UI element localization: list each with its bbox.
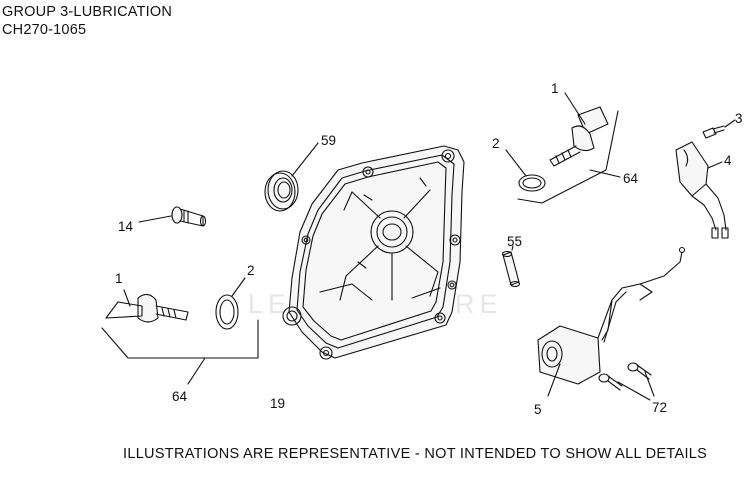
bracket-64-left: [101, 319, 259, 385]
diagram-title: GROUP 3-LUBRICATION: [2, 4, 173, 20]
callout-1-right: 1: [551, 81, 559, 96]
callout-64-right: 64: [623, 171, 639, 186]
disclaimer-note: ILLUSTRATIONS ARE REPRESENTATIVE - NOT I…: [123, 446, 708, 462]
part-2-o-ring-left[interactable]: [215, 277, 246, 330]
part-72-bolts[interactable]: [598, 362, 655, 401]
part-3-screw[interactable]: [702, 119, 736, 139]
part-1-dipstick-left[interactable]: [105, 289, 189, 323]
part-1-dipstick-right[interactable]: [549, 92, 609, 167]
callout-72: 72: [652, 400, 667, 415]
callout-19: 19: [270, 396, 285, 411]
callout-2-left: 2: [247, 263, 255, 278]
part-4-oil-sentry[interactable]: [675, 141, 729, 239]
callout-59: 59: [321, 133, 336, 148]
callout-1-left: 1: [115, 271, 123, 286]
part-55-dowel-pin[interactable]: [501, 245, 521, 288]
diagram-code: CH270-1065: [2, 22, 87, 38]
part-5-oil-sensor[interactable]: [537, 246, 686, 397]
callout-55: 55: [507, 234, 522, 249]
part-59-oil-seal[interactable]: [264, 142, 319, 212]
callout-14: 14: [118, 219, 134, 234]
bracket-64-right: [517, 110, 621, 204]
part-19-crankcase-cover[interactable]: [282, 145, 465, 360]
part-14-bolt[interactable]: [138, 206, 207, 227]
part-2-o-ring-right[interactable]: [505, 149, 546, 192]
callout-3: 3: [735, 111, 743, 126]
callout-4: 4: [724, 153, 732, 168]
callout-64-left: 64: [172, 389, 188, 404]
callout-2-right: 2: [492, 136, 500, 151]
callout-labels: 59 14 1 2 64 19 1 2 64 55 3 4 5 72: [115, 81, 743, 417]
callout-5: 5: [534, 402, 542, 417]
